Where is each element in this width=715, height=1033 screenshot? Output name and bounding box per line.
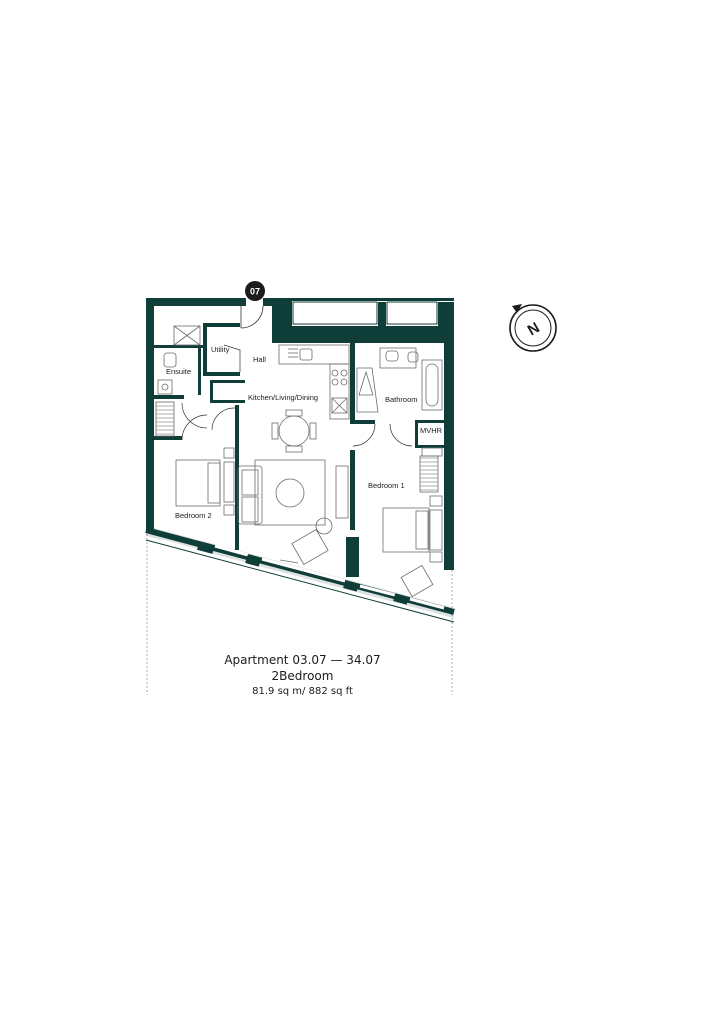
room-label-bathroom: Bathroom: [385, 395, 418, 404]
compass-letter: N: [525, 319, 543, 339]
south-facade: [145, 527, 455, 623]
apartment-title: Apartment 03.07 — 34.07: [224, 653, 381, 667]
exterior-walls: [146, 298, 454, 570]
room-label-kitchen: Kitchen/Living/Dining: [248, 393, 318, 402]
bathroom-fixtures: [356, 347, 443, 457]
dining-table: [271, 409, 317, 453]
ensuite-fixtures: [157, 325, 201, 395]
unit-badge-label: 07: [250, 287, 260, 297]
site-boundary: [146, 298, 453, 695]
north-compass: N: [509, 304, 557, 352]
room-label-utility: Utility: [211, 345, 230, 354]
living-furniture: [237, 459, 349, 565]
entry-door: [240, 305, 264, 329]
room-label-hall: Hall: [253, 355, 266, 364]
unit-badge: [245, 281, 265, 301]
interior-doors: [181, 344, 413, 447]
room-label-bedroom-2: Bedroom 2: [175, 511, 212, 520]
apartment-type: 2Bedroom: [271, 669, 334, 683]
room-label-ensuite: Ensuite: [166, 367, 191, 376]
room-label-bedroom-1: Bedroom 1: [368, 481, 405, 490]
room-label-mvhr: MVHR: [420, 426, 443, 435]
apartment-area: 81.9 sq m/ 882 sq ft: [252, 686, 353, 697]
kitchen-fittings: [278, 344, 350, 420]
bedroom-2-bed: [155, 401, 235, 516]
interior-walls: [154, 323, 445, 577]
top-windows: [292, 301, 438, 325]
bedroom-1-bed: [382, 455, 443, 598]
